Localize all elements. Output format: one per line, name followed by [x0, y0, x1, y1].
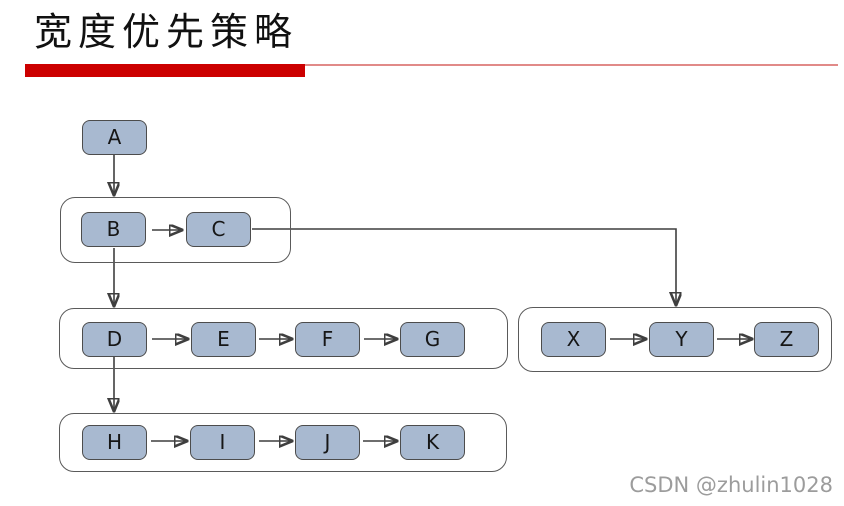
node-J: J [295, 425, 360, 460]
group-level-4 [59, 413, 507, 472]
title-underline-line [25, 64, 838, 66]
group-level-3-right [518, 307, 832, 372]
node-I: I [190, 425, 255, 460]
watermark: CSDN @zhulin1028 [629, 473, 833, 497]
node-B: B [81, 212, 146, 247]
edge-c-to-group3-right [252, 228, 676, 305]
node-E: E [191, 322, 256, 357]
slide-title: 宽度优先策略 [34, 10, 299, 54]
node-X: X [541, 322, 606, 357]
node-K: K [400, 425, 465, 460]
node-Z: Z [754, 322, 819, 357]
node-C: C [186, 212, 251, 247]
node-F: F [295, 322, 360, 357]
title-underline-bar [25, 64, 305, 77]
node-G: G [400, 322, 465, 357]
node-Y: Y [649, 322, 714, 357]
node-H: H [82, 425, 147, 460]
group-level-3-left [59, 308, 508, 369]
group-level-2 [60, 197, 291, 263]
node-A: A [82, 120, 147, 155]
node-D: D [82, 322, 147, 357]
